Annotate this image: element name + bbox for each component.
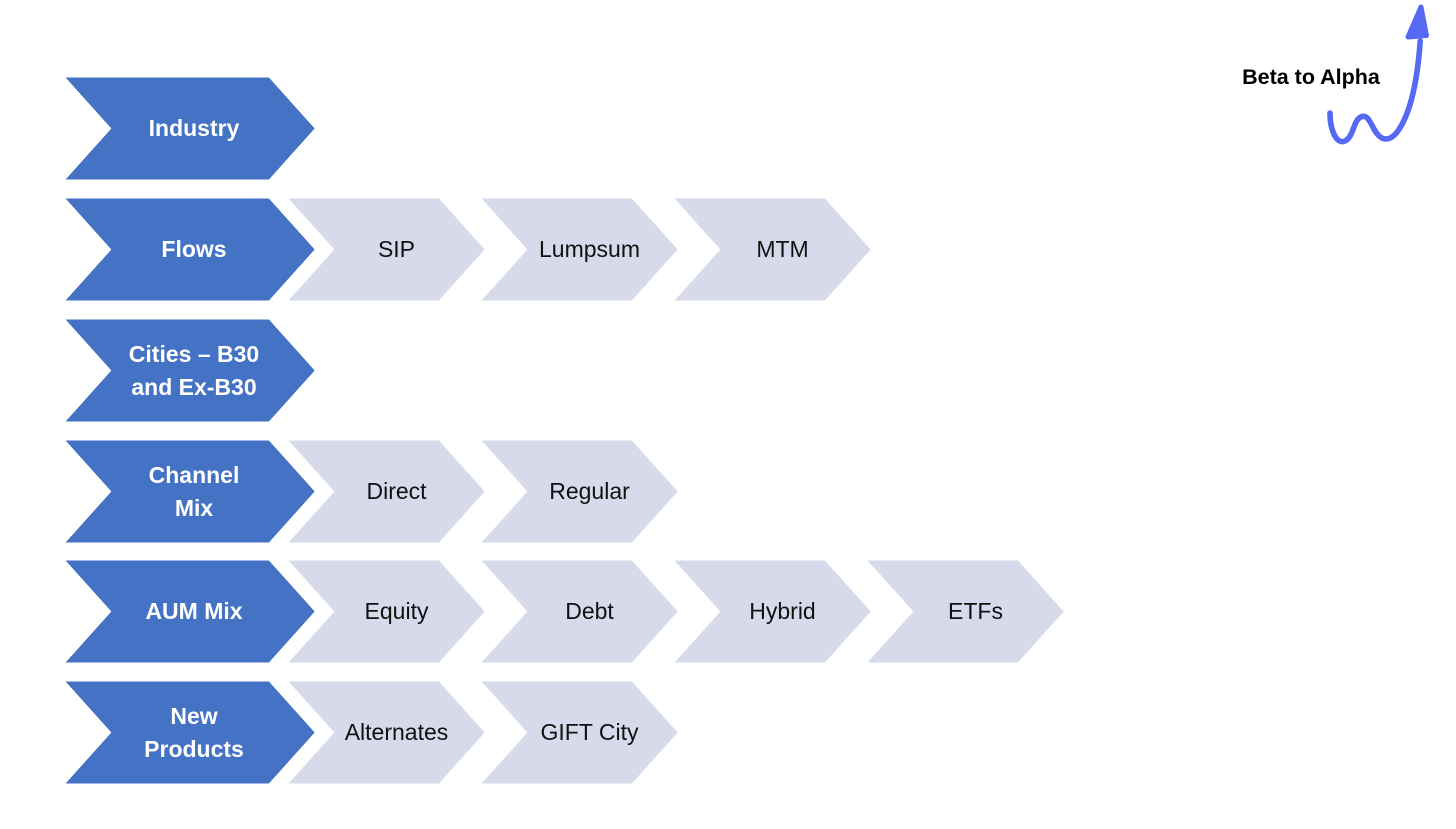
beta-to-alpha-annotation: Beta to Alpha <box>1200 0 1456 170</box>
chevron-item: MTM <box>663 193 878 306</box>
growth-squiggle-arrow-icon <box>1327 4 1429 145</box>
squiggle-path <box>1327 38 1423 145</box>
chevron-item: ETFs <box>856 555 1071 668</box>
chevron-shape <box>277 676 492 789</box>
chevron-shape <box>54 193 322 306</box>
chevron-shape <box>54 435 322 548</box>
chevron-industry: Industry <box>54 72 322 185</box>
chevron-item: Regular <box>470 435 685 548</box>
chevron-shape <box>663 193 878 306</box>
chevron-item: GIFT City <box>470 676 685 789</box>
chevron-item: Hybrid <box>663 555 878 668</box>
chevron-flows: Flows <box>54 193 322 306</box>
chevron-item: Lumpsum <box>470 193 685 306</box>
chevron-shape <box>470 193 685 306</box>
chevron-shape <box>470 676 685 789</box>
chevron-shape <box>277 435 492 548</box>
arrowhead <box>1405 4 1429 40</box>
chevron-shape <box>54 72 322 185</box>
chevron-item: Debt <box>470 555 685 668</box>
chevron-shape <box>277 193 492 306</box>
chevron-shape <box>277 555 492 668</box>
chevron-shape <box>470 435 685 548</box>
beta-to-alpha-label: Beta to Alpha <box>1242 65 1380 89</box>
chevron-shape <box>54 314 322 427</box>
chevron-shape <box>470 555 685 668</box>
chevron-shape <box>856 555 1071 668</box>
chevron-aum-mix: AUM Mix <box>54 555 322 668</box>
chevron-shape <box>54 676 322 789</box>
chevron-shape <box>663 555 878 668</box>
chevron-shape <box>54 555 322 668</box>
